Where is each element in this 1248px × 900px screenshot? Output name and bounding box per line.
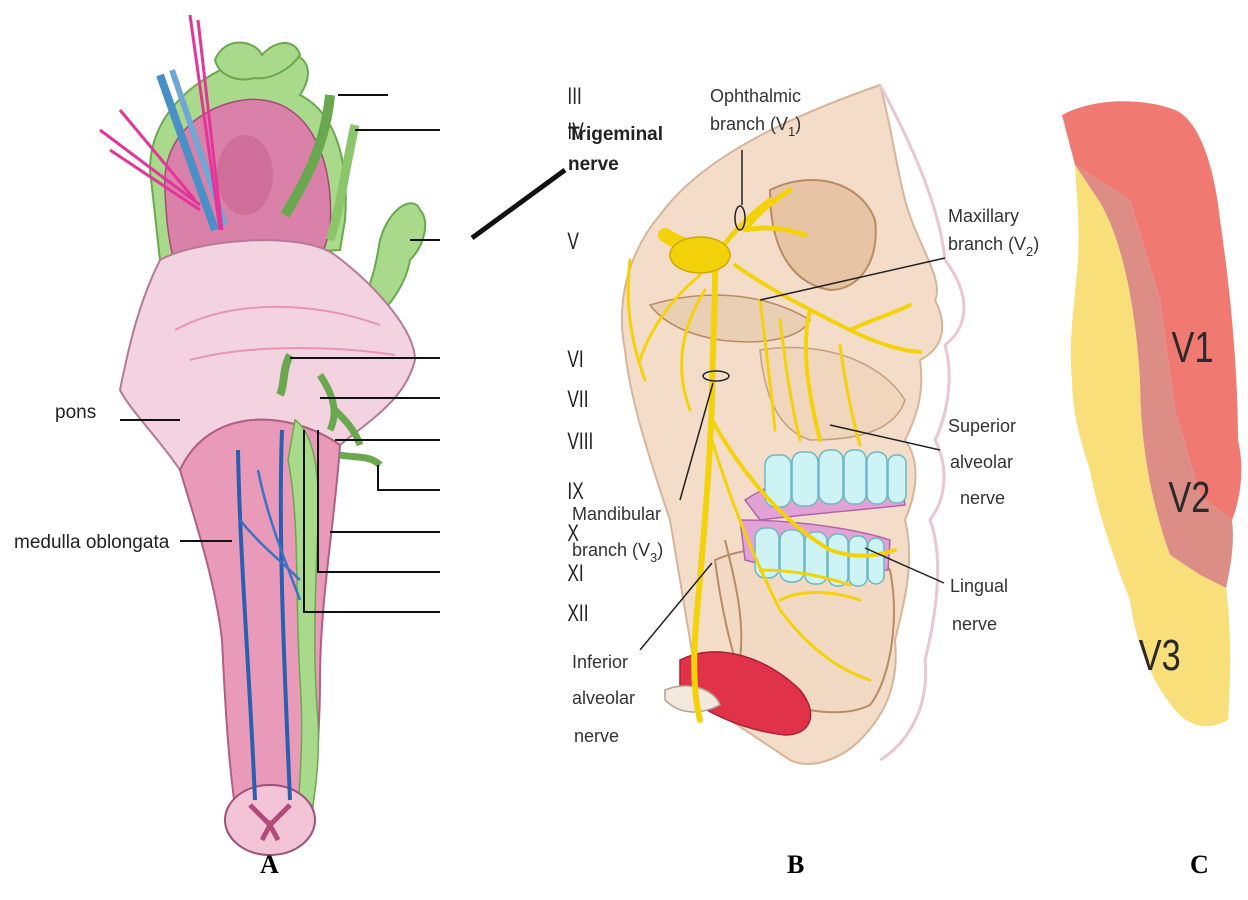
label-mandibular-1: Mandibular xyxy=(572,504,661,524)
panel-c-dermatomes: V1 V2 V3 xyxy=(1062,101,1241,726)
ophthalmic-text: branch (V xyxy=(710,114,788,134)
label-nerve-xi: XI xyxy=(567,560,583,586)
label-nerve-xii: XII xyxy=(567,600,588,626)
label-nerve-vii: VII xyxy=(567,386,588,412)
upper-teeth xyxy=(765,450,906,507)
label-medulla-oblongata: medulla oblongata xyxy=(14,532,170,553)
label-pons: pons xyxy=(55,402,96,423)
caption-a: A xyxy=(260,850,279,879)
label-v1: V1 xyxy=(1172,323,1214,372)
label-superior-3: nerve xyxy=(960,488,1005,508)
mandibular-text: branch (V xyxy=(572,540,650,560)
label-trigeminal-nerve-2: nerve xyxy=(568,154,619,175)
label-superior-2: alveolar xyxy=(950,452,1013,472)
cerebral-peduncle xyxy=(217,135,273,215)
label-v2: V2 xyxy=(1168,473,1210,522)
label-nerve-vi: VI xyxy=(567,346,583,372)
caption-c: C xyxy=(1190,850,1209,879)
label-nerve-v: V xyxy=(567,228,579,254)
connector-v-to-trigeminal xyxy=(472,170,565,238)
label-nerve-ix: IX xyxy=(567,478,583,504)
label-inferior-1: Inferior xyxy=(572,652,628,672)
label-lingual-1: Lingual xyxy=(950,576,1008,596)
label-nerve-viii: VIII xyxy=(567,428,593,454)
panel-b-face xyxy=(622,85,964,764)
ophthalmic-sub: 1 xyxy=(788,124,795,139)
label-nerve-iii: III xyxy=(567,83,581,109)
label-maxillary-1: Maxillary xyxy=(948,206,1019,226)
label-ophthalmic-1: Ophthalmic xyxy=(710,86,801,106)
label-inferior-2: alveolar xyxy=(572,688,635,708)
trigeminal-ganglion xyxy=(670,237,730,273)
caption-b: B xyxy=(787,850,804,879)
panel-a-brainstem xyxy=(100,15,425,855)
mandibular-sub: 3 xyxy=(650,550,657,565)
label-maxillary-2: branch (V2) xyxy=(948,234,1039,259)
label-superior-1: Superior xyxy=(948,416,1016,436)
label-v3: V3 xyxy=(1139,631,1181,680)
label-mandibular-2: branch (V3) xyxy=(572,540,663,565)
label-lingual-2: nerve xyxy=(952,614,997,634)
label-trigeminal-nerve-1: Trigeminal xyxy=(568,124,663,145)
maxillary-sub: 2 xyxy=(1026,244,1033,259)
nerve-ix-root xyxy=(340,455,380,465)
maxillary-text: branch (V xyxy=(948,234,1026,254)
label-inferior-3: nerve xyxy=(574,726,619,746)
label-ophthalmic-2: branch (V1) xyxy=(710,114,801,139)
